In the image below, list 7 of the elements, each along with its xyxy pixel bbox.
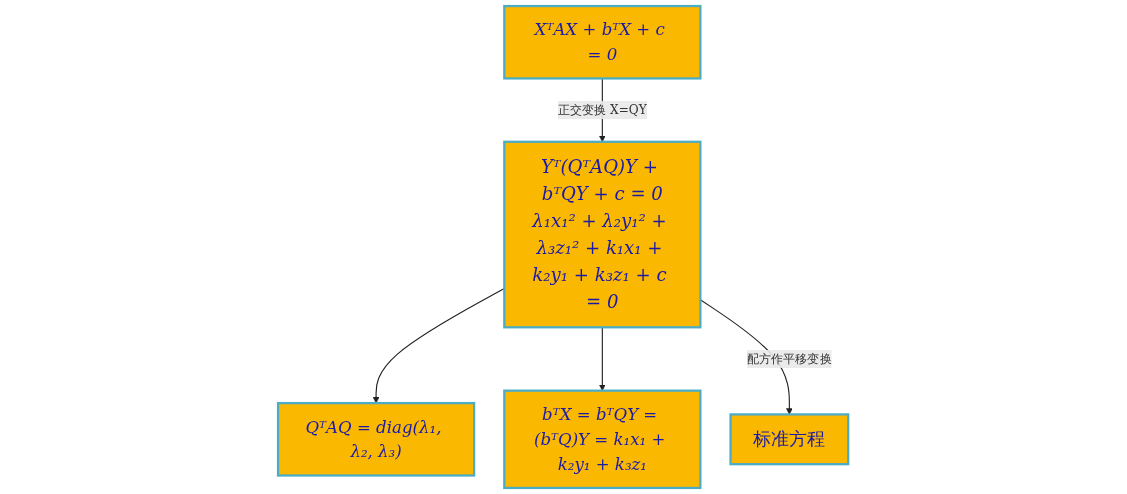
node-box: 标准方程 <box>729 413 850 466</box>
node-box: bᵀX = bᵀQY = (bᵀQ)Y = k₁x₁ + k₂y₁ + k₃z₁ <box>503 389 702 490</box>
edge-label: 配方作平移变换 <box>747 351 832 366</box>
node-box: Yᵀ(QᵀAQ)Y + bᵀQY + c = 0 λ₁x₁² + λ₂y₁² + λ₃z₁² + k₁x₁ + k₂y₁ + k₃z₁ + c = 0 <box>503 140 702 329</box>
edge-label: 正交变换 X=QY <box>558 102 648 117</box>
node-box: QᵀAQ = diag(λ₁, λ₂, λ₃) <box>277 402 476 477</box>
node-box: XᵀAX + bᵀX + c = 0 <box>503 4 702 80</box>
